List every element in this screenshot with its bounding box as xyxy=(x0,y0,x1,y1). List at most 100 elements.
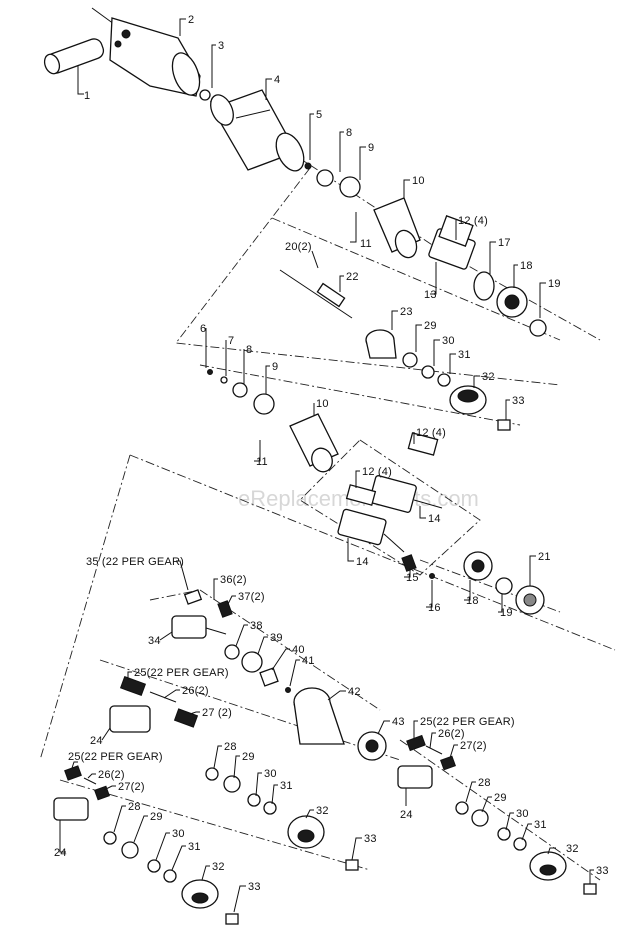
part-29-bearing xyxy=(402,352,418,368)
label-31-b: 31 xyxy=(534,819,547,831)
part-40-spacer xyxy=(259,667,279,687)
part-37-pin xyxy=(217,600,233,618)
label-32-top: 32 xyxy=(482,371,495,383)
part-5-ball xyxy=(304,162,312,170)
label-42: 42 xyxy=(348,686,361,698)
label-16: 16 xyxy=(428,602,441,614)
label-30-a: 30 xyxy=(264,768,277,780)
part-30d-ring xyxy=(147,859,161,873)
part-23-cup xyxy=(365,329,397,359)
part-1-lever xyxy=(43,38,105,75)
label-11-mid: 11 xyxy=(256,456,268,468)
label-31-top: 31 xyxy=(458,349,471,361)
part-3-ring xyxy=(199,89,211,101)
part-29d-bearing xyxy=(121,841,139,859)
label-29-a: 29 xyxy=(242,751,255,763)
label-5: 5 xyxy=(316,109,322,121)
part-31d-ring xyxy=(163,869,177,883)
label-43: 43 xyxy=(392,716,405,728)
label-23: 23 xyxy=(400,306,413,318)
part-31-ring xyxy=(437,373,451,387)
label-36: 36(2) xyxy=(220,574,247,586)
part-18-bearing xyxy=(496,286,528,318)
label-9-top: 9 xyxy=(368,142,374,154)
label-14-lower: 14 xyxy=(356,556,369,568)
part-9b-disc xyxy=(253,393,275,415)
label-26-b: 26(2) xyxy=(438,728,465,740)
part-38-ring xyxy=(224,644,240,660)
leader-lines xyxy=(59,18,594,913)
label-8-mid: 8 xyxy=(246,344,252,356)
part-19b-washer xyxy=(495,577,513,595)
part-25a-needles xyxy=(119,675,147,697)
label-30-b: 30 xyxy=(516,808,529,820)
label-29-b: 29 xyxy=(494,792,507,804)
part-26b-pin xyxy=(425,745,443,755)
label-27-c: 27(2) xyxy=(118,781,145,793)
part-29c-bearing xyxy=(471,809,489,827)
part-16-ball xyxy=(429,573,435,579)
part-33c-nut xyxy=(583,883,597,895)
label-25-c: 25(22 PER GEAR) xyxy=(68,751,163,763)
part-15-key xyxy=(401,554,417,572)
label-6: 6 xyxy=(200,323,206,335)
label-28-a: 28 xyxy=(224,741,237,753)
label-30-top: 30 xyxy=(442,335,455,347)
part-25c-needles xyxy=(64,765,82,781)
part-41-ball xyxy=(285,687,291,693)
label-17: 17 xyxy=(498,237,511,249)
label-29-c: 29 xyxy=(150,811,163,823)
label-1: 1 xyxy=(84,90,90,102)
label-21: 21 xyxy=(538,551,551,563)
part-9-disc xyxy=(339,176,361,198)
part-29b-bearing xyxy=(223,775,241,793)
part-21-bearing xyxy=(515,585,545,615)
label-26-c: 26(2) xyxy=(98,769,125,781)
label-28-b: 28 xyxy=(478,777,491,789)
label-30-c: 30 xyxy=(172,828,185,840)
part-12b-vane xyxy=(407,432,439,456)
label-11-top: 11 xyxy=(360,238,372,250)
part-33-nut xyxy=(497,419,511,431)
label-35: 35 (22 PER GEAR) xyxy=(86,556,184,568)
label-25-a: 25(22 PER GEAR) xyxy=(134,667,229,679)
part-28a-ring xyxy=(205,767,219,781)
label-18-mid: 18 xyxy=(466,595,479,607)
part-8-bearing xyxy=(316,169,334,187)
part-30b-ring xyxy=(247,793,261,807)
part-32-gear-cage xyxy=(449,385,487,415)
label-19-top: 19 xyxy=(548,278,561,290)
label-10-mid: 10 xyxy=(316,398,329,410)
part-10b-cylinder xyxy=(289,413,339,473)
part-27b-pin xyxy=(440,755,456,771)
label-18-top: 18 xyxy=(520,260,533,272)
part-19-washer xyxy=(529,319,547,337)
label-33-a: 33 xyxy=(364,833,377,845)
part-42-housing xyxy=(293,687,345,745)
label-29-top: 29 xyxy=(424,320,437,332)
part-6-ball xyxy=(207,369,213,375)
part-27a-pin xyxy=(173,708,199,728)
label-32-a: 32 xyxy=(316,805,329,817)
part-26c-pin xyxy=(83,777,97,785)
label-24-a: 24 xyxy=(90,735,103,747)
part-30-ring xyxy=(421,365,435,379)
part-32b-gear-cage xyxy=(287,815,325,849)
part-24a-carrier xyxy=(109,705,151,733)
part-10-cylinder xyxy=(373,197,421,259)
callout-labels: 1 2 3 4 5 8 9 10 11 12 (4) 13 17 18 19 2… xyxy=(54,14,609,893)
part-8b-bearing xyxy=(232,382,248,398)
label-33-b: 33 xyxy=(596,865,609,877)
part-7-ring xyxy=(220,376,228,384)
label-7: 7 xyxy=(228,335,234,347)
label-39: 39 xyxy=(270,632,283,644)
label-26-a: 26(2) xyxy=(182,685,209,697)
part-26a-pin xyxy=(149,691,177,703)
label-15: 15 xyxy=(406,572,419,584)
label-31-a: 31 xyxy=(280,780,293,792)
label-9-mid: 9 xyxy=(272,361,278,373)
label-25-b: 25(22 PER GEAR) xyxy=(420,716,515,728)
part-2-housing xyxy=(109,17,201,97)
